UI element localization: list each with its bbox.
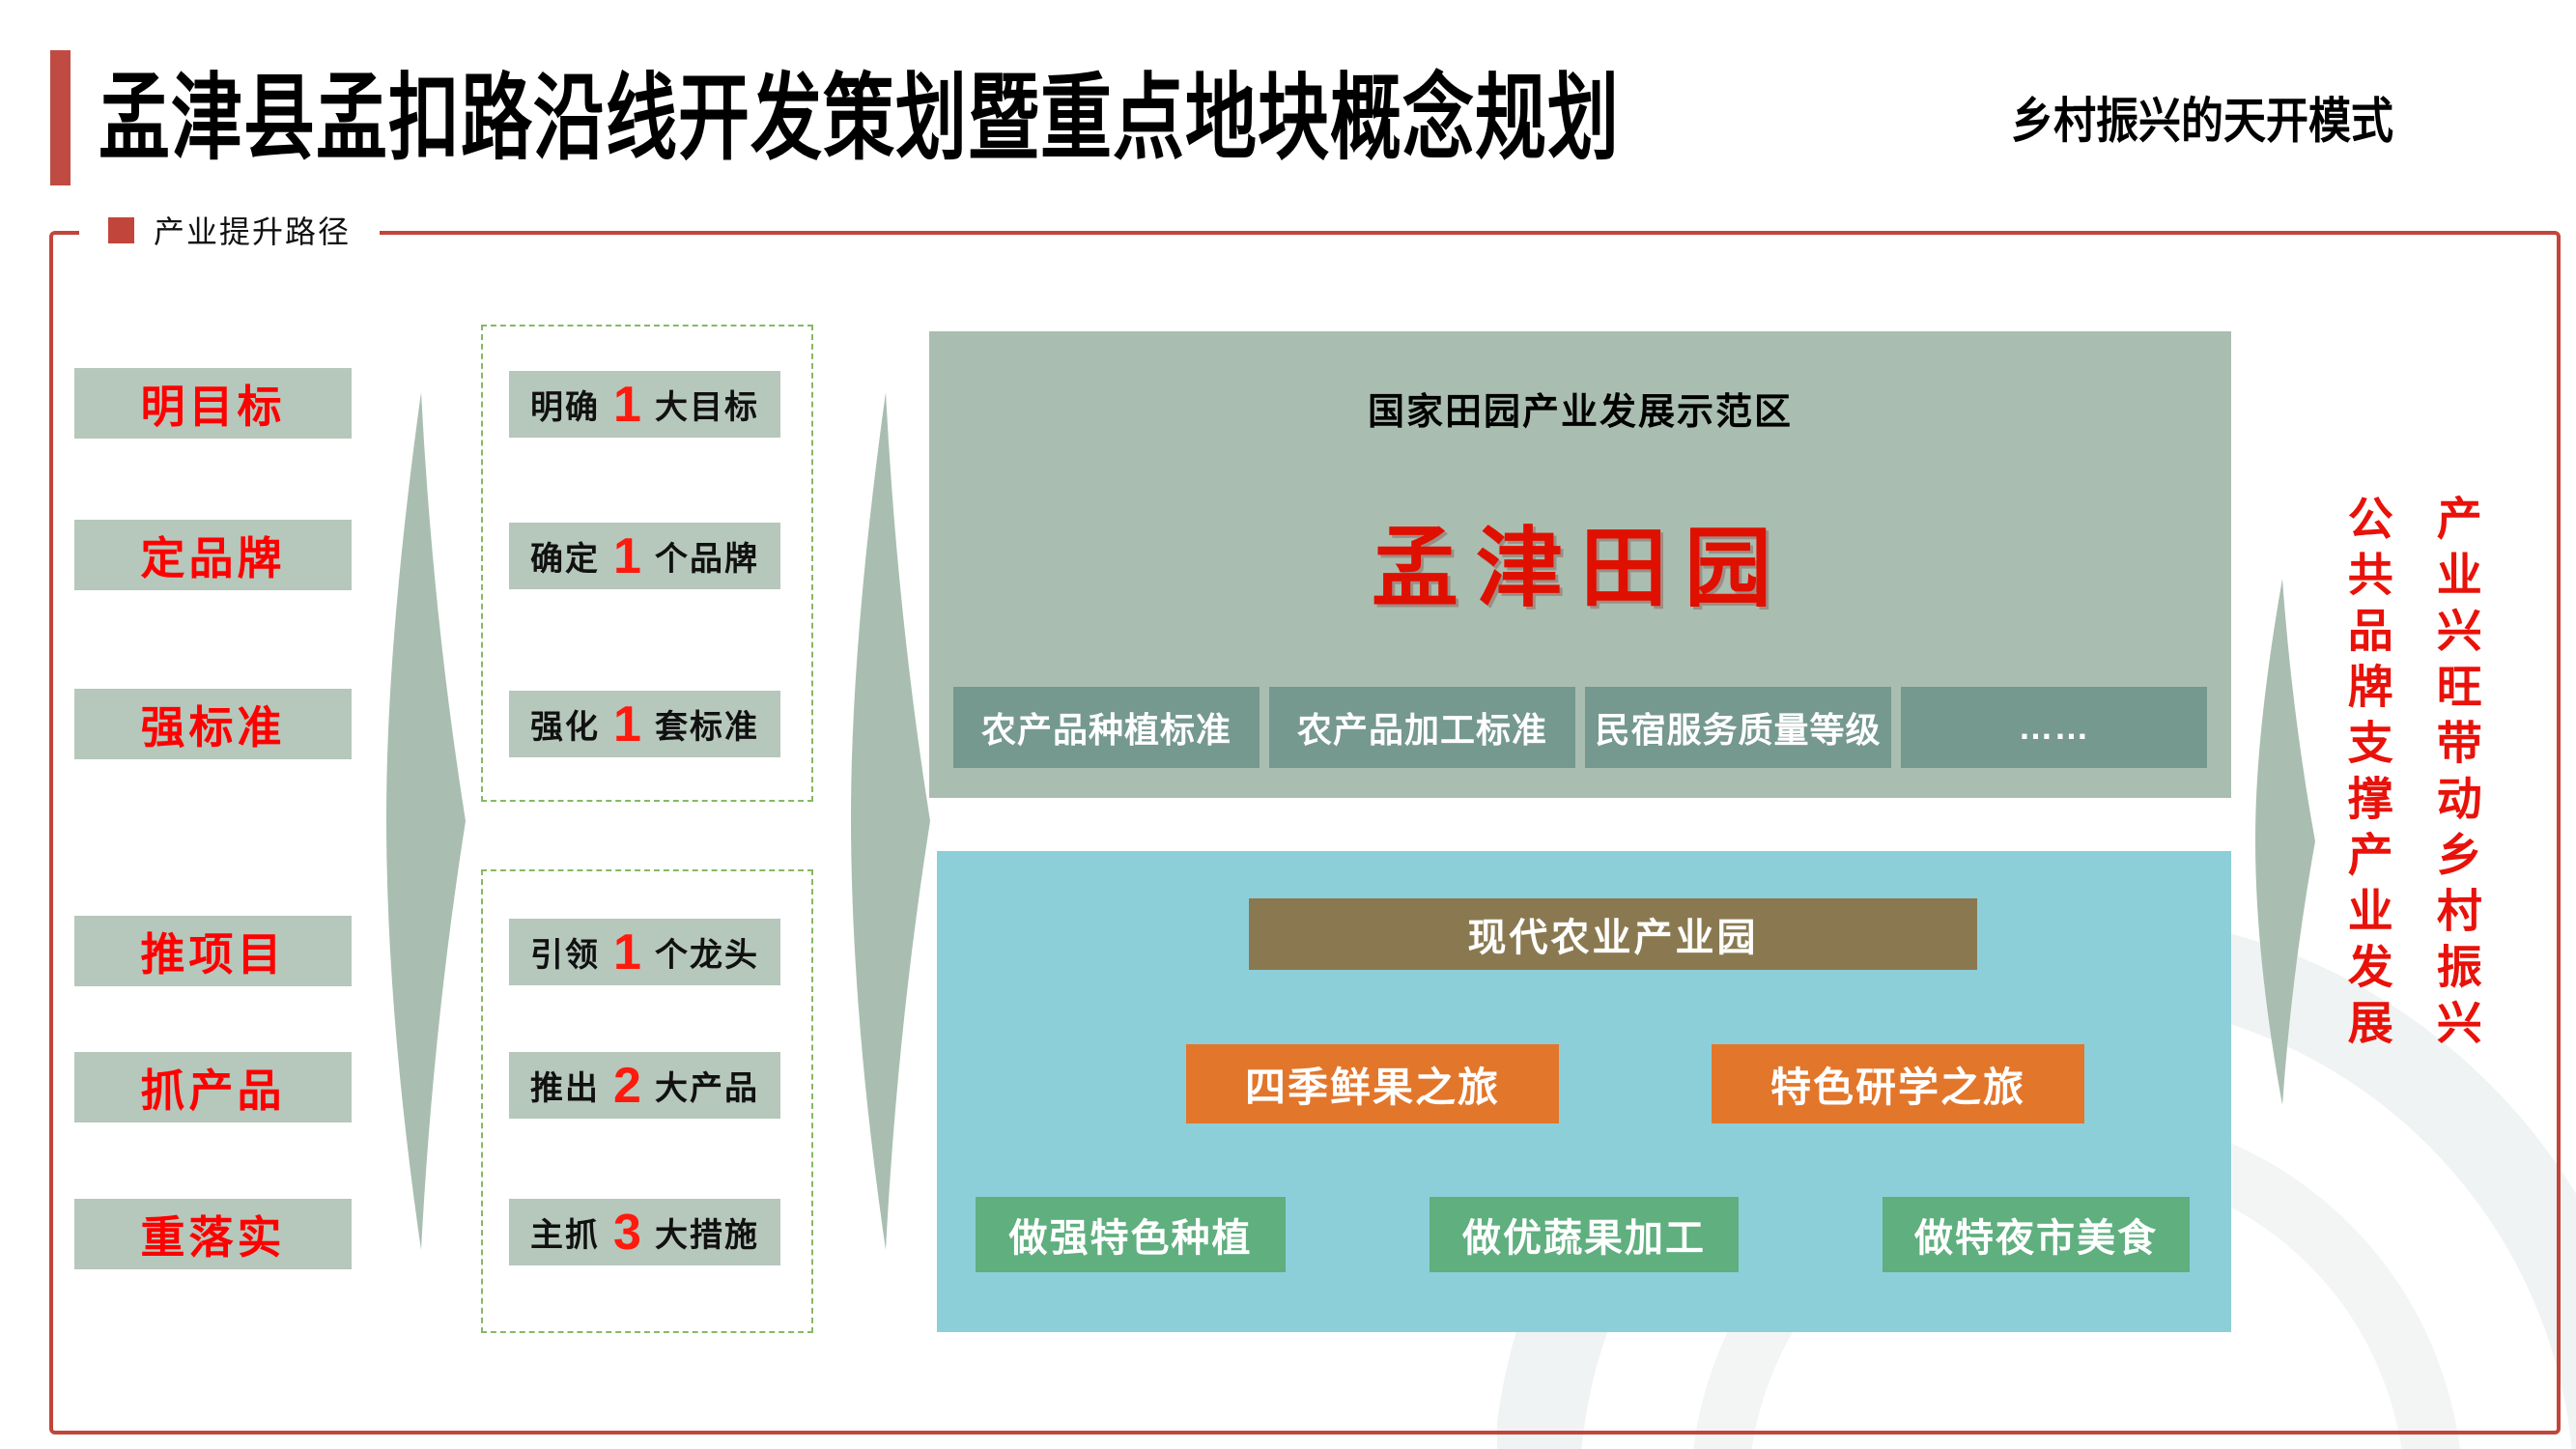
mid-item-prefix: 确定 bbox=[530, 541, 601, 578]
step-product: 抓产品 bbox=[74, 1052, 352, 1122]
brand-panel-title: 国家田园产业发展示范区 bbox=[1367, 392, 1793, 433]
title-accent-bar bbox=[50, 50, 71, 185]
mid-item-number: 2 bbox=[613, 1057, 641, 1114]
mid-item-prefix: 主抓 bbox=[530, 1217, 601, 1254]
standard-box-more: …… bbox=[1901, 687, 2207, 768]
mid-item-suffix: 个品牌 bbox=[654, 541, 759, 578]
slogan-public-brand: 公共品牌支撑产业发展 bbox=[2340, 495, 2392, 1055]
slogan-rural-revitalization: 产业兴旺带动乡村振兴 bbox=[2429, 495, 2481, 1055]
mid-item-prefix: 引领 bbox=[530, 937, 601, 974]
tour-box-fruit: 四季鲜果之旅 bbox=[1186, 1044, 1559, 1123]
step-goal: 明目标 bbox=[74, 368, 352, 439]
park-title-box: 现代农业产业园 bbox=[1249, 898, 1977, 970]
page-title: 孟津县孟扣路沿线开发策划暨重点地块概念规划 bbox=[99, 68, 1620, 173]
step-project: 推项目 bbox=[74, 916, 352, 986]
mid-item-suffix: 套标准 bbox=[654, 709, 759, 746]
mid-item-standard: 强化 1 套标准 bbox=[509, 691, 780, 757]
mid-item-measures: 主抓 3 大措施 bbox=[509, 1199, 780, 1265]
mid-item-prefix: 强化 bbox=[530, 709, 601, 746]
legend-bullet-icon bbox=[108, 216, 134, 243]
page-tagline: 乡村振兴的天开模式 bbox=[2011, 94, 2393, 150]
mid-item-suffix: 大产品 bbox=[654, 1070, 759, 1107]
step-brand: 定品牌 bbox=[74, 520, 352, 590]
section-legend: 产业提升路径 bbox=[79, 203, 381, 257]
standard-box-processing: 农产品加工标准 bbox=[1269, 687, 1575, 768]
step-standard: 强标准 bbox=[74, 689, 352, 759]
mid-item-products: 推出 2 大产品 bbox=[509, 1052, 780, 1119]
action-box-food: 做特夜市美食 bbox=[1882, 1197, 2190, 1272]
mid-item-goal: 明确 1 大目标 bbox=[509, 371, 780, 438]
mid-item-number: 1 bbox=[613, 923, 641, 980]
content-frame bbox=[49, 231, 2561, 1435]
mid-item-leader: 引领 1 个龙头 bbox=[509, 919, 780, 985]
mid-item-suffix: 大措施 bbox=[654, 1217, 759, 1254]
mid-item-suffix: 大目标 bbox=[654, 389, 759, 426]
park-panel: 现代农业产业园 四季鲜果之旅 特色研学之旅 做强特色种植 做优蔬果加工 做特夜市… bbox=[937, 851, 2231, 1332]
tour-box-study: 特色研学之旅 bbox=[1712, 1044, 2084, 1123]
flow-arrow-2 bbox=[851, 392, 930, 1250]
flow-arrow-1 bbox=[386, 392, 466, 1250]
mid-item-suffix: 个龙头 bbox=[654, 937, 759, 974]
standard-box-planting: 农产品种植标准 bbox=[953, 687, 1260, 768]
mid-item-number: 1 bbox=[613, 696, 641, 753]
mid-item-brand: 确定 1 个品牌 bbox=[509, 523, 780, 589]
section-title: 产业提升路径 bbox=[154, 214, 352, 249]
brand-panel: 国家田园产业发展示范区 孟津田园 农产品种植标准 农产品加工标准 民宿服务质量等… bbox=[929, 331, 2231, 798]
mid-item-prefix: 明确 bbox=[530, 389, 601, 426]
step-implement: 重落实 bbox=[74, 1199, 352, 1269]
mid-item-prefix: 推出 bbox=[530, 1070, 601, 1107]
flow-arrow-3 bbox=[2255, 579, 2315, 1105]
mid-item-number: 1 bbox=[613, 527, 641, 584]
action-box-processing: 做优蔬果加工 bbox=[1430, 1197, 1739, 1272]
brand-name: 孟津田园 bbox=[1372, 522, 1789, 617]
mid-item-number: 1 bbox=[613, 376, 641, 433]
standard-box-homestay: 民宿服务质量等级 bbox=[1585, 687, 1891, 768]
action-box-planting: 做强特色种植 bbox=[976, 1197, 1286, 1272]
standards-row: 农产品种植标准 农产品加工标准 民宿服务质量等级 …… bbox=[953, 687, 2207, 768]
mid-item-number: 3 bbox=[613, 1204, 641, 1261]
